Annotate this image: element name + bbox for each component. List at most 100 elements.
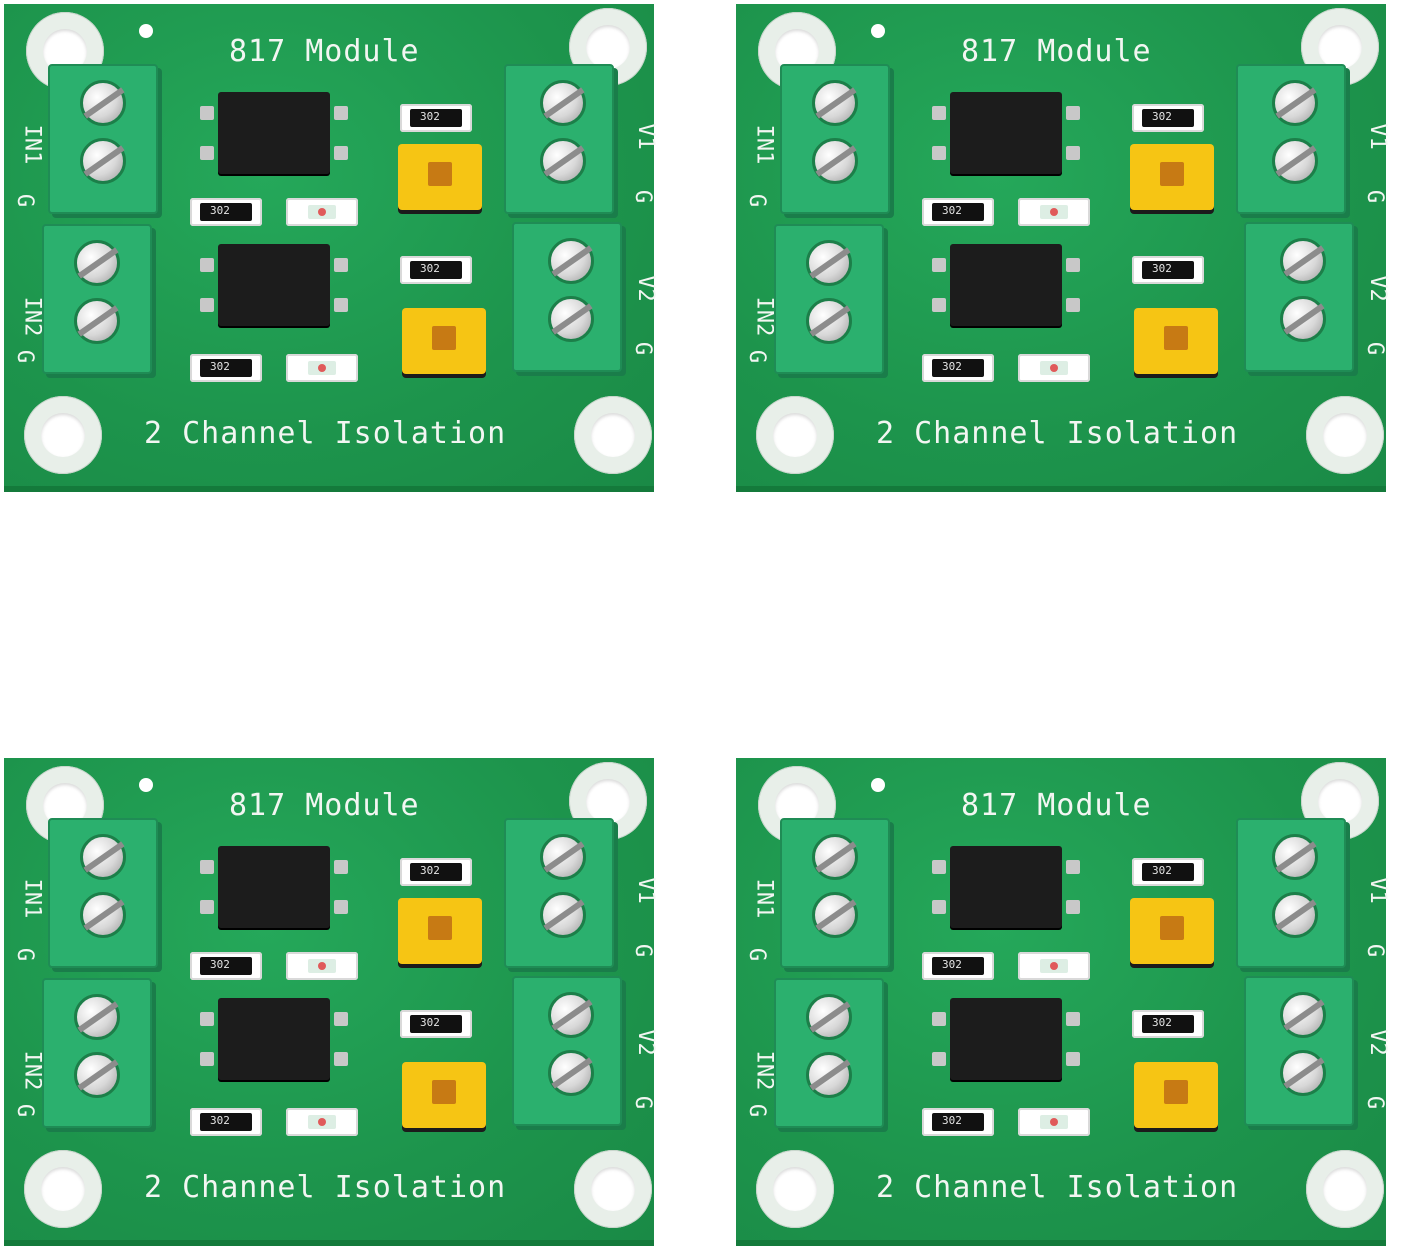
screw-terminal[interactable] <box>774 978 884 1128</box>
screw-terminal[interactable] <box>780 64 890 214</box>
smd-led <box>286 952 358 980</box>
screw-terminal[interactable] <box>42 978 152 1128</box>
board-title: 817 Module <box>229 788 420 823</box>
jumper-cap[interactable] <box>398 144 482 210</box>
label-g: G <box>630 341 656 356</box>
resistor: 302 <box>400 858 472 886</box>
screw-terminal[interactable] <box>48 818 158 968</box>
screw-terminal[interactable] <box>504 64 614 214</box>
screw-icon[interactable] <box>80 80 126 126</box>
label-g: G <box>630 1095 656 1110</box>
chip-pin <box>334 258 348 272</box>
screw-icon[interactable] <box>1272 892 1318 938</box>
chip-pin <box>932 106 946 120</box>
screw-icon[interactable] <box>806 994 852 1040</box>
screw-icon[interactable] <box>1272 834 1318 880</box>
screw-terminal[interactable] <box>1236 818 1346 968</box>
optocoupler-chip <box>932 92 1080 174</box>
mounting-hole <box>24 396 102 474</box>
label-v1: V1 <box>632 123 658 150</box>
screw-icon[interactable] <box>812 834 858 880</box>
chip-pin <box>200 146 214 160</box>
screw-icon[interactable] <box>548 238 594 284</box>
chip-pin <box>1066 106 1080 120</box>
screw-icon[interactable] <box>812 892 858 938</box>
chip-pin <box>334 106 348 120</box>
screw-icon[interactable] <box>1280 238 1326 284</box>
resistor: 302 <box>400 1010 472 1038</box>
jumper-cap[interactable] <box>1130 898 1214 964</box>
resistor-code: 302 <box>420 110 440 123</box>
screw-icon[interactable] <box>74 1052 120 1098</box>
label-g: G <box>744 947 770 962</box>
screw-icon[interactable] <box>540 138 586 184</box>
screw-icon[interactable] <box>74 994 120 1040</box>
screw-icon[interactable] <box>812 80 858 126</box>
optocoupler-chip <box>932 998 1080 1080</box>
resistor: 302 <box>922 198 994 226</box>
board-subtitle: 2 Channel Isolation <box>876 416 1239 451</box>
screw-icon[interactable] <box>812 138 858 184</box>
screw-terminal[interactable] <box>42 224 152 374</box>
screw-icon[interactable] <box>1272 80 1318 126</box>
jumper-cap[interactable] <box>1134 308 1218 374</box>
screw-icon[interactable] <box>80 834 126 880</box>
label-g: G <box>744 349 770 364</box>
screw-icon[interactable] <box>1280 992 1326 1038</box>
screw-terminal[interactable] <box>780 818 890 968</box>
chip-pin <box>1066 298 1080 312</box>
screw-icon[interactable] <box>806 298 852 344</box>
via-dot <box>871 778 885 792</box>
screw-icon[interactable] <box>74 298 120 344</box>
screw-terminal[interactable] <box>504 818 614 968</box>
jumper-cap[interactable] <box>402 308 486 374</box>
mounting-hole <box>574 1150 652 1228</box>
screw-icon[interactable] <box>806 1052 852 1098</box>
screw-terminal[interactable] <box>774 224 884 374</box>
pcb-board: 817 Module 2 Channel Isolation IN1 G IN2… <box>4 4 658 492</box>
screw-icon[interactable] <box>74 240 120 286</box>
screw-icon[interactable] <box>540 834 586 880</box>
screw-icon[interactable] <box>1280 296 1326 342</box>
smd-led <box>1018 354 1090 382</box>
resistor-code: 302 <box>1152 1016 1172 1029</box>
resistor: 302 <box>190 354 262 382</box>
screw-icon[interactable] <box>80 138 126 184</box>
jumper-cap[interactable] <box>1134 1062 1218 1128</box>
screw-icon[interactable] <box>548 1050 594 1096</box>
screw-terminal[interactable] <box>48 64 158 214</box>
screw-icon[interactable] <box>80 892 126 938</box>
smd-led <box>1018 1108 1090 1136</box>
resistor: 302 <box>1132 104 1204 132</box>
resistor: 302 <box>1132 256 1204 284</box>
chip-pin <box>1066 860 1080 874</box>
chip-pin <box>1066 1052 1080 1066</box>
screw-icon[interactable] <box>540 892 586 938</box>
label-g: G <box>12 947 38 962</box>
chip-pin <box>200 106 214 120</box>
screw-terminal[interactable] <box>1244 222 1354 372</box>
board-title: 817 Module <box>961 34 1152 69</box>
jumper-cap[interactable] <box>402 1062 486 1128</box>
screw-icon[interactable] <box>548 992 594 1038</box>
screw-icon[interactable] <box>1280 1050 1326 1096</box>
screw-terminal[interactable] <box>512 976 622 1126</box>
screw-terminal[interactable] <box>1244 976 1354 1126</box>
chip-pin <box>932 298 946 312</box>
screw-icon[interactable] <box>1272 138 1318 184</box>
screw-icon[interactable] <box>806 240 852 286</box>
screw-icon[interactable] <box>548 296 594 342</box>
resistor: 302 <box>190 1108 262 1136</box>
label-in2: IN2 <box>19 1050 45 1091</box>
screw-terminal[interactable] <box>1236 64 1346 214</box>
resistor-code: 302 <box>942 360 962 373</box>
jumper-cap[interactable] <box>398 898 482 964</box>
screw-icon[interactable] <box>540 80 586 126</box>
mounting-hole <box>756 1150 834 1228</box>
jumper-cap[interactable] <box>1130 144 1214 210</box>
resistor-code: 302 <box>210 204 230 217</box>
screw-terminal[interactable] <box>512 222 622 372</box>
label-v1: V1 <box>1364 877 1390 904</box>
chip-pin <box>334 900 348 914</box>
chip-pin <box>200 298 214 312</box>
